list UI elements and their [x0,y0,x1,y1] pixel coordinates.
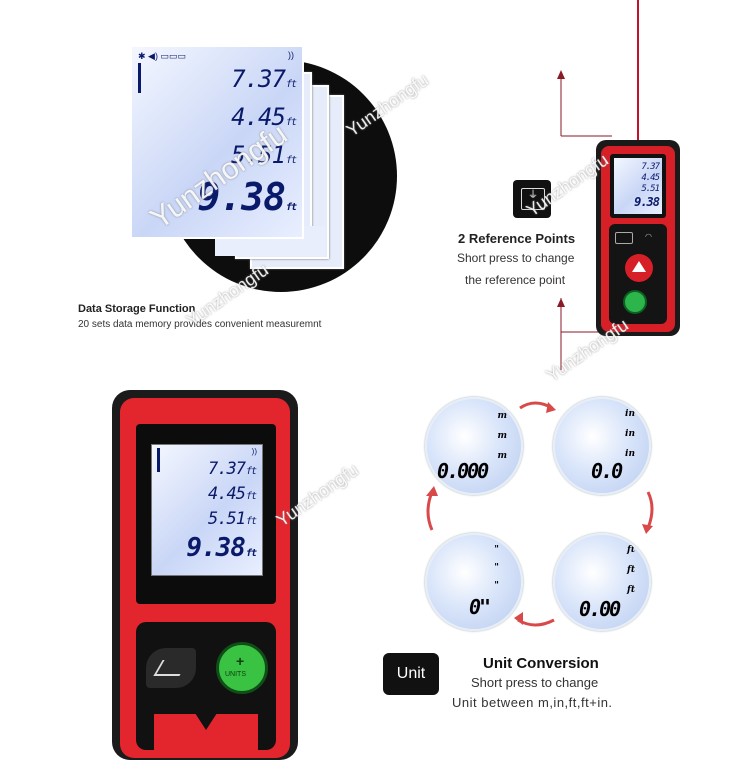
memory-reading-2: 4.45ft [231,103,297,131]
display-feet: ft ft ft 0.00 [553,533,651,631]
meters-unit-3: m [497,451,507,461]
reference-body-line-2: the reference point [465,273,566,287]
inches-unit-1: in [625,409,635,419]
ref-reference-button[interactable] [615,232,633,244]
unit-conversion-body-line-2: Unit between m,in,ft,ft+in. [452,695,613,710]
reference-device-lcd: 7.37 4.45 5.51 9.38 [614,158,662,214]
meters-value: 0.000 [437,459,489,483]
ref-reading-1: 7.37 [641,162,660,172]
laser-beam-line [637,0,639,146]
units-button-label: UNITS [225,671,246,678]
feet-value: 0.00 [579,597,621,621]
feet-unit-2: ft [626,565,635,575]
display-meters: m m m 0.000 [425,397,523,495]
device-reference-bar-icon [157,448,167,472]
reference-body-line-1: Short press to change [457,251,575,265]
ref-measure-button[interactable] [625,254,653,282]
reference-bracket-lines [557,70,612,370]
feet-unit-1: ft [626,545,635,555]
device-button-panel: + UNITS [136,622,276,754]
ref-reading-4: 9.38 [634,195,660,209]
reference-device-button-panel: ◠ [609,224,667,324]
feet-unit-3: ft [626,585,635,595]
feet-inches-value: 0" [469,595,491,619]
ftin-unit-2: " [494,563,499,573]
memory-caption-body: 20 sets data memory provides convenient … [78,319,322,330]
device-lcd: )) 7.37ft 4.45ft 5.51ft 9.38ft [151,444,263,576]
device-reading-2: 4.45ft [208,484,257,504]
reference-key-glyph: ⏚ [528,190,538,201]
ftin-unit-1: " [494,545,499,555]
memory-reading-1: 7.37ft [231,65,297,93]
device-reading-4: 9.38ft [186,533,257,563]
signal-icon: )) [288,50,294,60]
conversion-cycle-arrows [426,401,654,627]
memory-reading-3: 5.51ft [231,141,297,169]
reference-point-key-icon: ⏚ [513,180,551,218]
ref-reading-3: 5.51 [641,184,660,194]
inches-unit-2: in [625,429,635,439]
device-reading-1: 7.37ft [208,459,257,479]
meters-unit-1: m [497,411,507,421]
device-reference-button[interactable] [146,648,196,688]
reference-wedge-icon [153,660,189,676]
ref-units-button[interactable] [623,290,647,314]
memory-reading-4: 9.38ft [197,175,297,219]
reference-key-outline [521,188,545,210]
device-reading-3: 5.51ft [208,509,257,529]
ftin-unit-3: " [494,581,499,591]
inches-unit-3: in [625,449,635,459]
inches-value: 0.0 [591,459,623,483]
laser-warning-icon [632,261,646,272]
unit-conversion-title: Unit Conversion [483,655,599,672]
reference-title: 2 Reference Points [458,231,576,246]
unit-conversion-body-line-1: Short press to change [471,675,599,690]
meters-unit-2: m [497,431,507,441]
ref-wave-icon: ◠ [645,232,652,241]
lcd-status-icons: ✱ ◀) ▭▭▭ [138,51,186,61]
plus-icon: + [236,653,245,669]
display-feet-inches: " " " 0" [425,533,523,631]
ref-reading-2: 4.45 [641,173,660,183]
memory-main-lcd: ✱ ◀) ▭▭▭ )) 7.37ft 4.45ft 5.51ft 9.38ft [130,45,304,239]
device-units-button[interactable]: + UNITS [216,642,268,694]
device-measure-button[interactable] [154,714,258,754]
device-signal-icon: )) [251,447,257,456]
reference-bar-icon [138,63,149,93]
memory-caption-title: Data Storage Function [78,303,196,315]
unit-key-icon: Unit [383,653,439,695]
display-inches: in in in 0.0 [553,397,651,495]
